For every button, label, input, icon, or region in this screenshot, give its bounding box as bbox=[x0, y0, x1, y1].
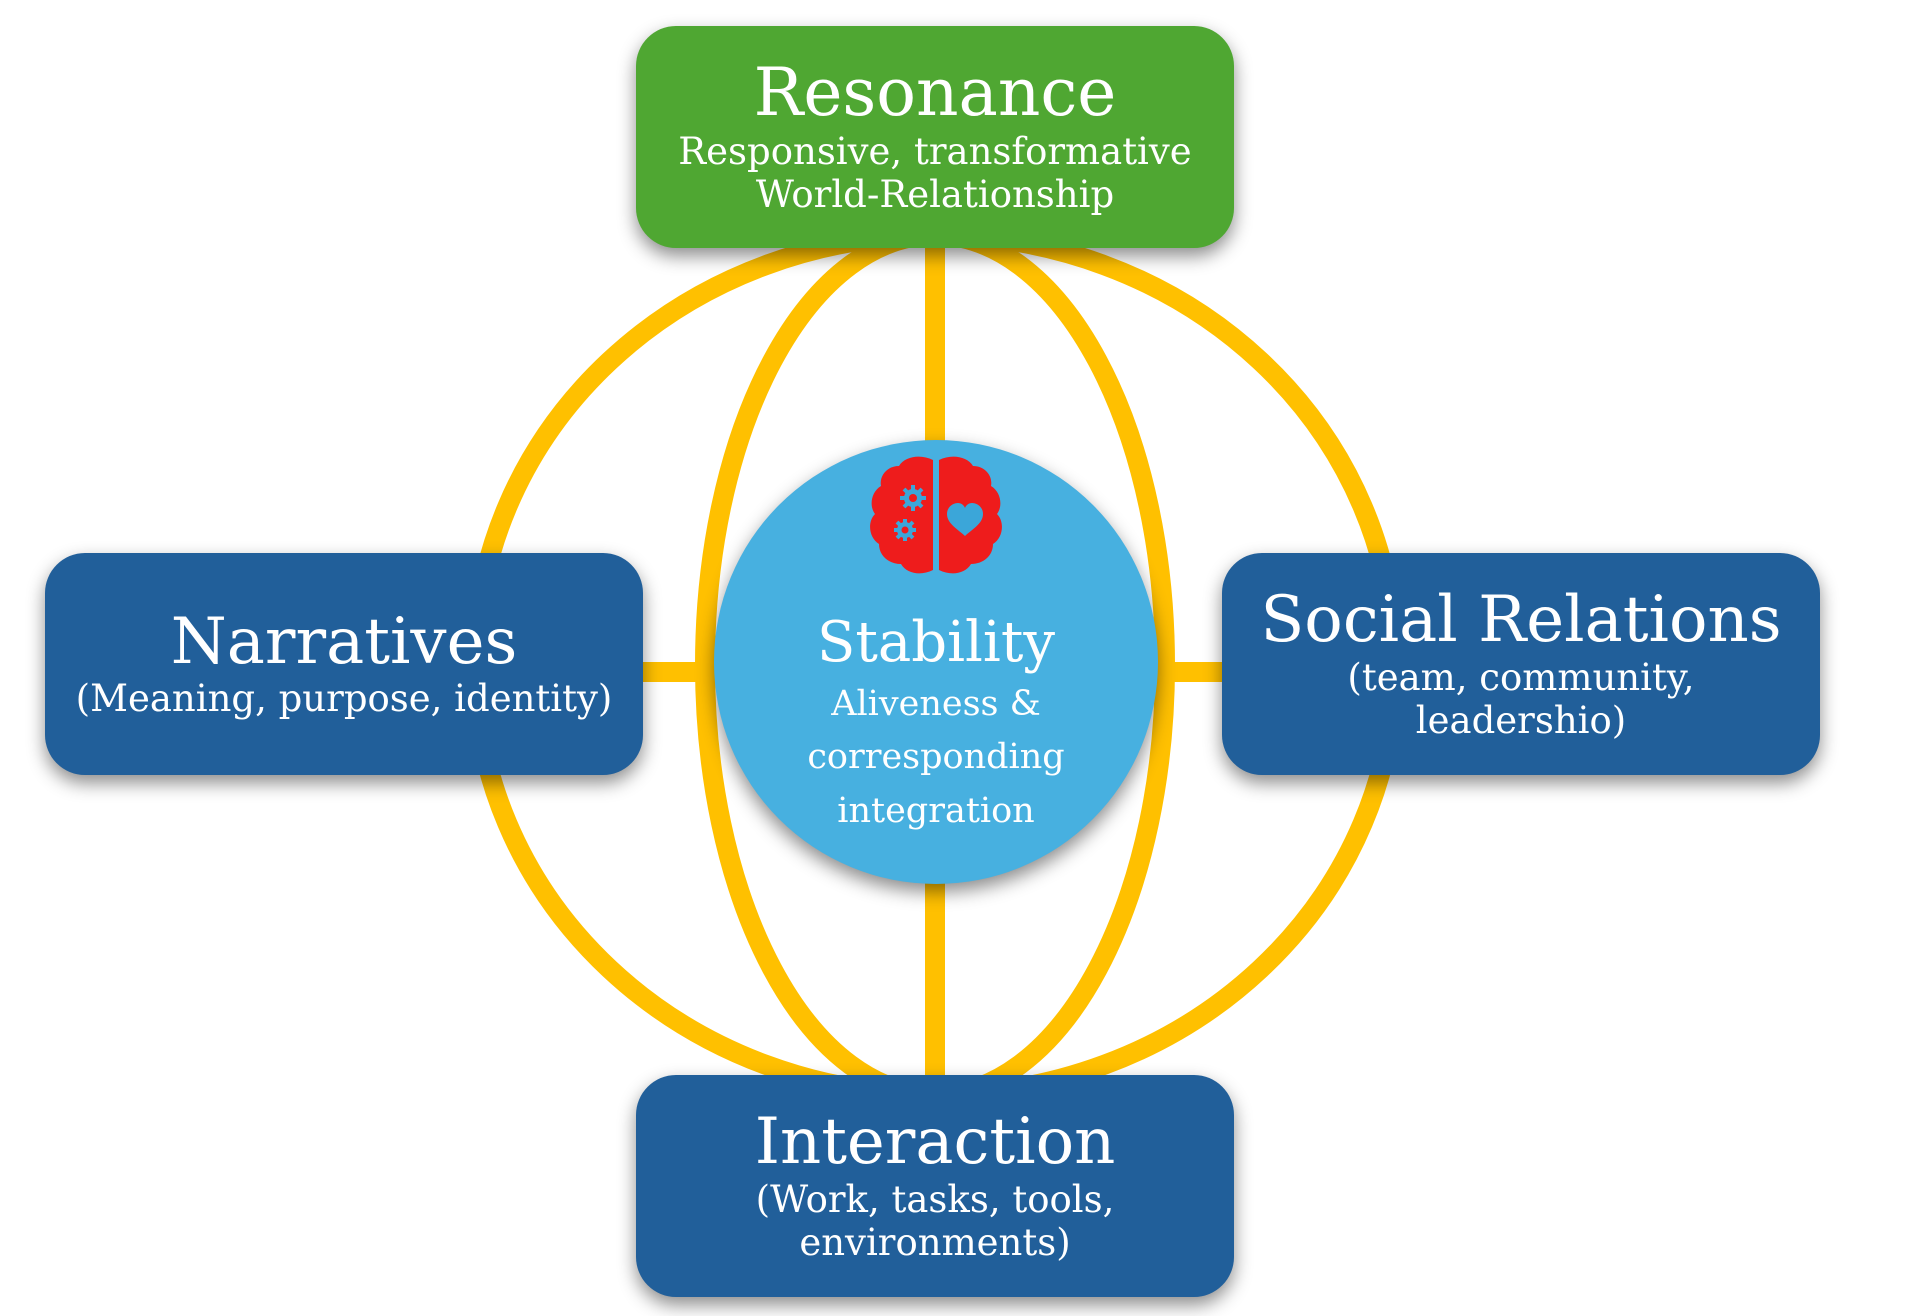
stability-title: Stability bbox=[817, 610, 1055, 675]
interaction-subtitle-line-1: (Work, tasks, tools, bbox=[755, 1177, 1115, 1221]
narratives-subtitle-line-1: (Meaning, purpose, identity) bbox=[75, 677, 613, 721]
brain-gears-heart-icon bbox=[870, 456, 1002, 574]
social-relations-box: Social Relations (team, community, leade… bbox=[1222, 553, 1820, 775]
resonance-title: Resonance bbox=[753, 54, 1117, 132]
resonance-subtitle-line-1: Responsive, transformative bbox=[678, 129, 1192, 173]
interaction-box: Interaction (Work, tasks, tools, environ… bbox=[636, 1075, 1234, 1297]
narratives-title: Narratives bbox=[170, 604, 518, 679]
social-relations-title: Social Relations bbox=[1260, 583, 1782, 658]
stability-subtitle-line-2: corresponding bbox=[807, 737, 1065, 778]
social-relations-subtitle-line-2: leadershio) bbox=[1415, 699, 1627, 743]
interaction-subtitle-line-2: environments) bbox=[799, 1221, 1071, 1265]
stability-subtitle-line-3: integration bbox=[837, 790, 1035, 831]
interaction-title: Interaction bbox=[754, 1105, 1116, 1180]
stability-subtitle-line-1: Aliveness & bbox=[831, 683, 1041, 724]
social-relations-subtitle-line-1: (team, community, bbox=[1347, 655, 1695, 699]
narratives-box: Narratives (Meaning, purpose, identity) bbox=[45, 553, 643, 775]
resonance-box: Resonance Responsive, transformative Wor… bbox=[636, 26, 1234, 248]
resonance-subtitle-line-2: World-Relationship bbox=[755, 173, 1115, 217]
stability-circle: Stability Aliveness & corresponding inte… bbox=[714, 440, 1158, 884]
